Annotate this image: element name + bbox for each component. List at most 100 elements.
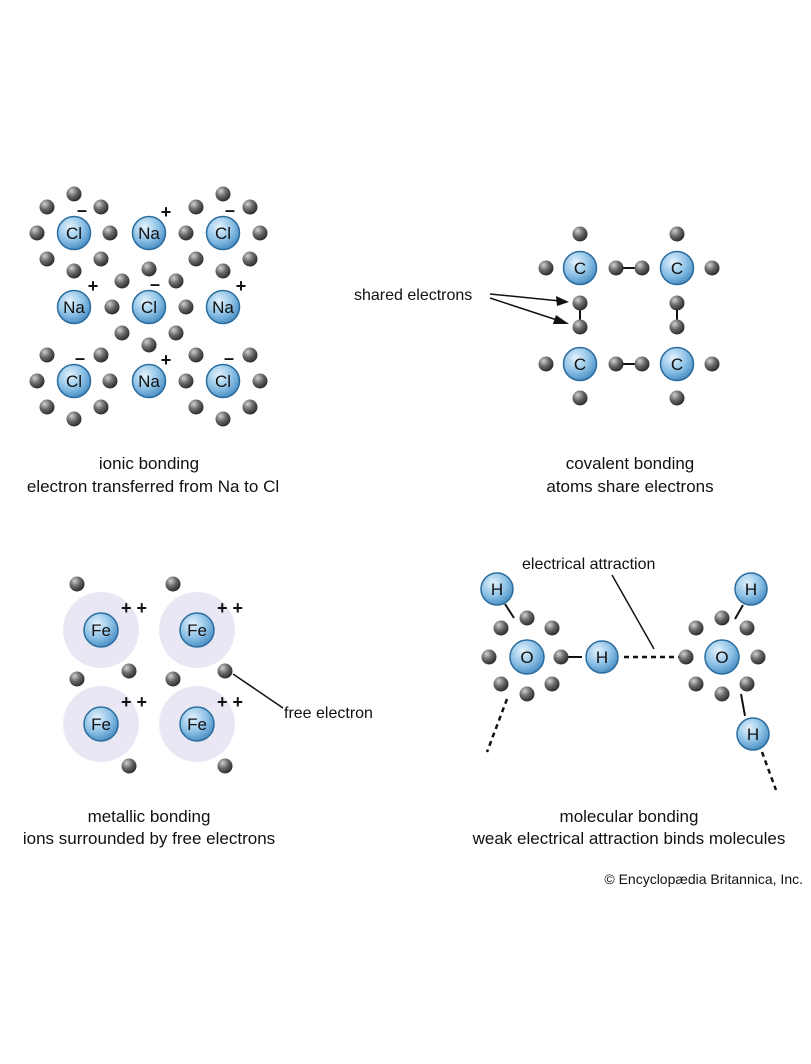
sodium-ion: Na + <box>205 276 246 325</box>
element-symbol: H <box>747 725 759 744</box>
electron <box>39 251 55 267</box>
carbon-atom: C <box>659 250 695 286</box>
molecular-panel: H O H H O H electrical attrac <box>472 556 786 848</box>
carbon-atom: C <box>562 346 598 382</box>
electron <box>141 337 157 353</box>
electron <box>688 620 704 636</box>
electrical-attraction-label: electrical attraction <box>522 556 655 573</box>
electron <box>669 226 685 242</box>
negative-charge: – <box>75 348 85 368</box>
free-electron <box>69 671 85 687</box>
covalent-atoms: C C C C <box>562 250 695 382</box>
bond-line <box>734 604 744 620</box>
shared-electron <box>669 319 685 335</box>
element-symbol: H <box>745 580 757 599</box>
shared-electron <box>634 356 650 372</box>
electron <box>178 299 194 315</box>
sodium-ion: Na + <box>131 350 171 399</box>
molecular-subtitle: weak electrical attraction binds molecul… <box>472 829 786 848</box>
positive-charge: + <box>88 276 99 296</box>
electron <box>493 620 509 636</box>
electron <box>93 199 109 215</box>
iron-ion: Fe + + <box>83 692 147 742</box>
hydrogen-atom: H <box>480 572 514 606</box>
shared-electron <box>634 260 650 276</box>
electron <box>669 390 685 406</box>
electron <box>215 263 231 279</box>
electron <box>93 347 109 363</box>
element-symbol: Na <box>63 298 85 317</box>
metallic-panel: Fe + + Fe + + Fe + + Fe + + <box>23 576 373 848</box>
electron <box>553 649 569 665</box>
element-symbol: C <box>671 355 683 374</box>
iron-ion: Fe + + <box>179 692 243 742</box>
electron <box>242 199 258 215</box>
electron <box>572 390 588 406</box>
free-electron <box>165 671 181 687</box>
electron <box>242 251 258 267</box>
electron <box>66 411 82 427</box>
chlorine-ion: Cl – <box>56 200 92 251</box>
element-symbol: Cl <box>66 224 82 243</box>
electron <box>104 299 120 315</box>
electron <box>704 260 720 276</box>
electron <box>544 620 560 636</box>
bond-line <box>740 693 746 717</box>
metallic-free-electrons <box>69 576 233 774</box>
metallic-subtitle: ions surrounded by free electrons <box>23 829 275 848</box>
shared-electron <box>608 260 624 276</box>
electron <box>519 610 535 626</box>
electron <box>188 251 204 267</box>
element-symbol: C <box>574 355 586 374</box>
negative-charge: – <box>77 200 87 220</box>
electron <box>493 676 509 692</box>
ionic-electrons <box>29 186 268 427</box>
hydrogen-atom: H <box>734 572 768 606</box>
electron <box>168 273 184 289</box>
shared-electrons-label: shared electrons <box>354 287 472 304</box>
copyright-credit: © Encyclopædia Britannica, Inc. <box>604 871 803 887</box>
oxygen-atom: O <box>509 639 545 675</box>
molecular-electrons <box>481 610 766 702</box>
electron <box>66 186 82 202</box>
shared-electrons-arrows <box>489 293 569 324</box>
hydrogen-bond-line <box>760 751 778 791</box>
positive-charge: + + <box>121 692 147 712</box>
electron <box>114 273 130 289</box>
element-symbol: Fe <box>187 621 207 640</box>
shared-electron <box>572 319 588 335</box>
electron <box>168 325 184 341</box>
ionic-atoms: Cl – Na + Cl – Na + Cl – <box>56 200 246 399</box>
electron <box>66 263 82 279</box>
covalent-electrons <box>538 226 720 406</box>
electron <box>750 649 766 665</box>
free-electron <box>121 758 137 774</box>
chlorine-ion: Cl – <box>56 348 92 399</box>
element-symbol: Cl <box>215 372 231 391</box>
metallic-title: metallic bonding <box>88 807 211 826</box>
sodium-ion: Na + <box>131 202 171 251</box>
metallic-atoms: Fe + + Fe + + Fe + + Fe + + <box>83 598 243 742</box>
electron <box>242 347 258 363</box>
electron <box>704 356 720 372</box>
electron <box>519 686 535 702</box>
free-electron <box>217 758 233 774</box>
sodium-ion: Na + <box>56 276 99 325</box>
electron <box>714 686 730 702</box>
electron <box>141 261 157 277</box>
electron <box>739 620 755 636</box>
element-symbol: Na <box>138 372 160 391</box>
element-symbol: H <box>596 648 608 667</box>
electron <box>242 399 258 415</box>
electron <box>252 373 268 389</box>
electron <box>114 325 130 341</box>
electron <box>178 225 194 241</box>
electron <box>102 225 118 241</box>
element-symbol: Cl <box>141 298 157 317</box>
positive-charge: + + <box>121 598 147 618</box>
electron <box>688 676 704 692</box>
electron <box>538 260 554 276</box>
bond-line <box>504 603 515 619</box>
hydrogen-atom: H <box>585 640 619 674</box>
electron <box>714 610 730 626</box>
